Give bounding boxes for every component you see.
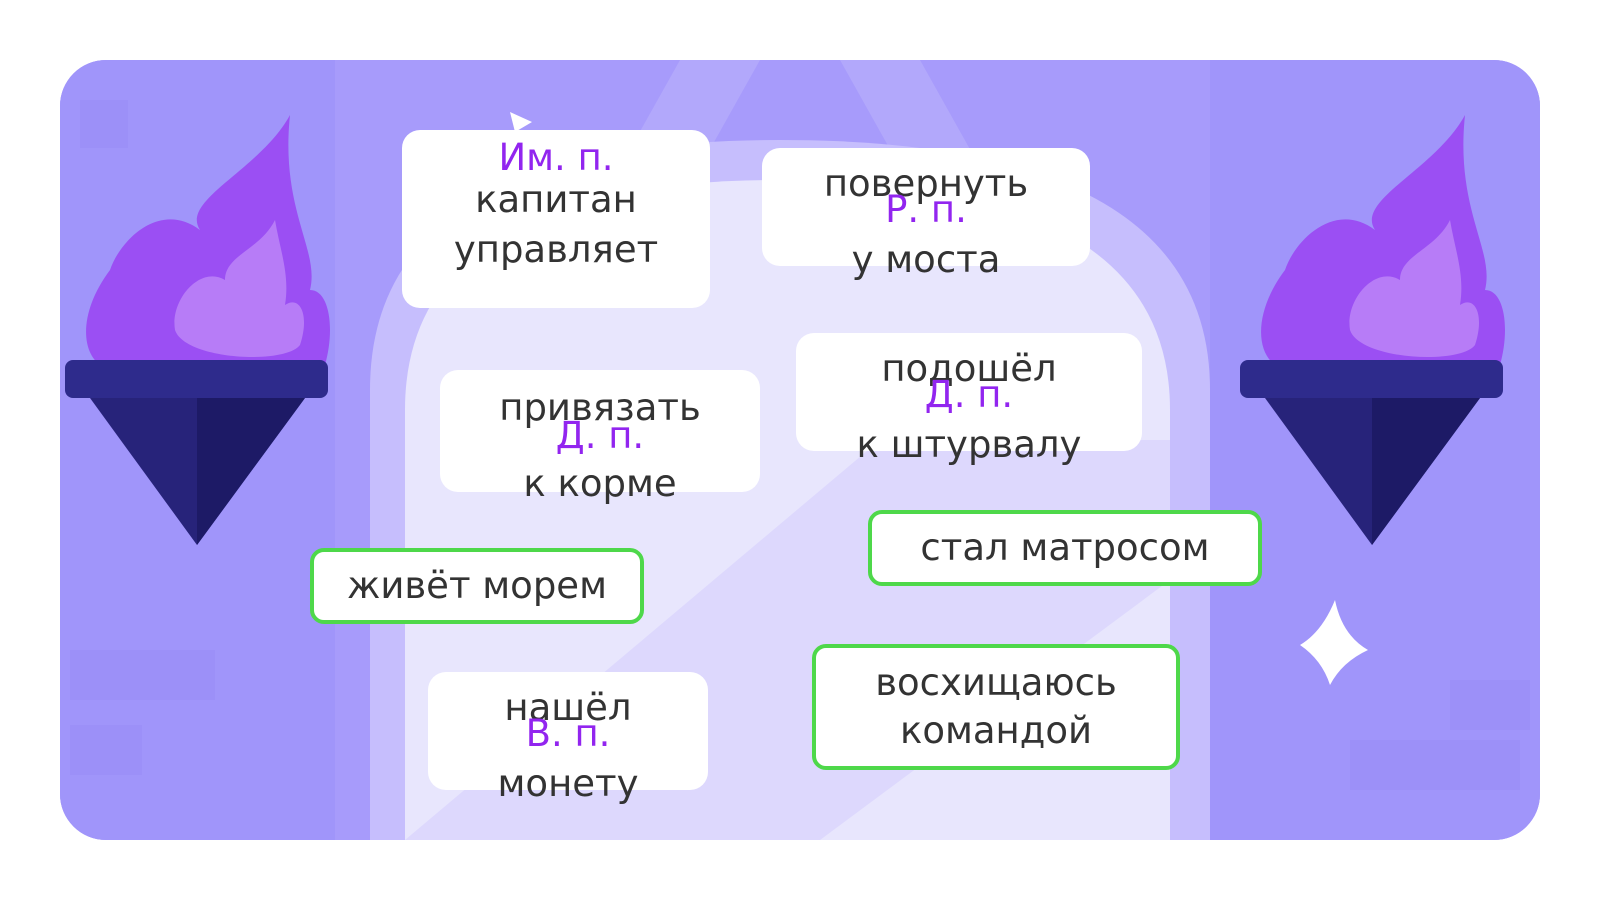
word-line-2: к корме (523, 462, 677, 505)
word-line-1: привязать (499, 386, 701, 429)
word-card-nashel-monetu[interactable]: нашёл В. п. монету (428, 672, 708, 805)
word-card-povernut-u-mosta[interactable]: повернуть Р. п. у моста (762, 148, 1090, 281)
word-line-2: к штурвалу (856, 423, 1082, 466)
case-tag-label: Р. п. (885, 188, 967, 231)
word-line-2: у моста (851, 238, 1001, 281)
word-line-2: командой (899, 709, 1093, 752)
case-tag-label: Д. п. (924, 373, 1014, 416)
torch-left-icon (65, 115, 330, 545)
word-card-privyazat-k-korme[interactable]: привязать Д. п. к корме (440, 370, 760, 505)
case-tag-label: В. п. (525, 712, 611, 755)
word-text: живёт морем (347, 563, 607, 607)
word-line-1: нашёл (504, 686, 632, 729)
word-line-1: капитан (475, 178, 637, 221)
sparkle-icon (1300, 600, 1368, 685)
word-line-1: восхищаюсь (875, 660, 1117, 704)
case-tag-label: Им. п. (498, 136, 614, 179)
word-line-2: управляет (453, 228, 659, 271)
word-card-kapitan-upravlyaet[interactable]: Им. п. капитан управляет (402, 130, 710, 308)
word-text: стал матросом (920, 525, 1210, 569)
word-card-podoshel-k-shturvalu[interactable]: подошёл Д. п. к штурвалу (796, 333, 1142, 466)
case-tag-label: Д. п. (555, 414, 645, 457)
word-card-zhivet-morem[interactable]: живёт морем (310, 548, 644, 624)
word-card-voskhishchayus-komandoy[interactable]: восхищаюсь командой (812, 644, 1180, 770)
torch-right-icon (1240, 115, 1505, 545)
word-card-stal-matrosom[interactable]: стал матросом (868, 510, 1262, 586)
word-line-2: монету (497, 762, 639, 805)
word-line-1: подошёл (881, 347, 1057, 390)
word-line-1: повернуть (823, 162, 1029, 205)
